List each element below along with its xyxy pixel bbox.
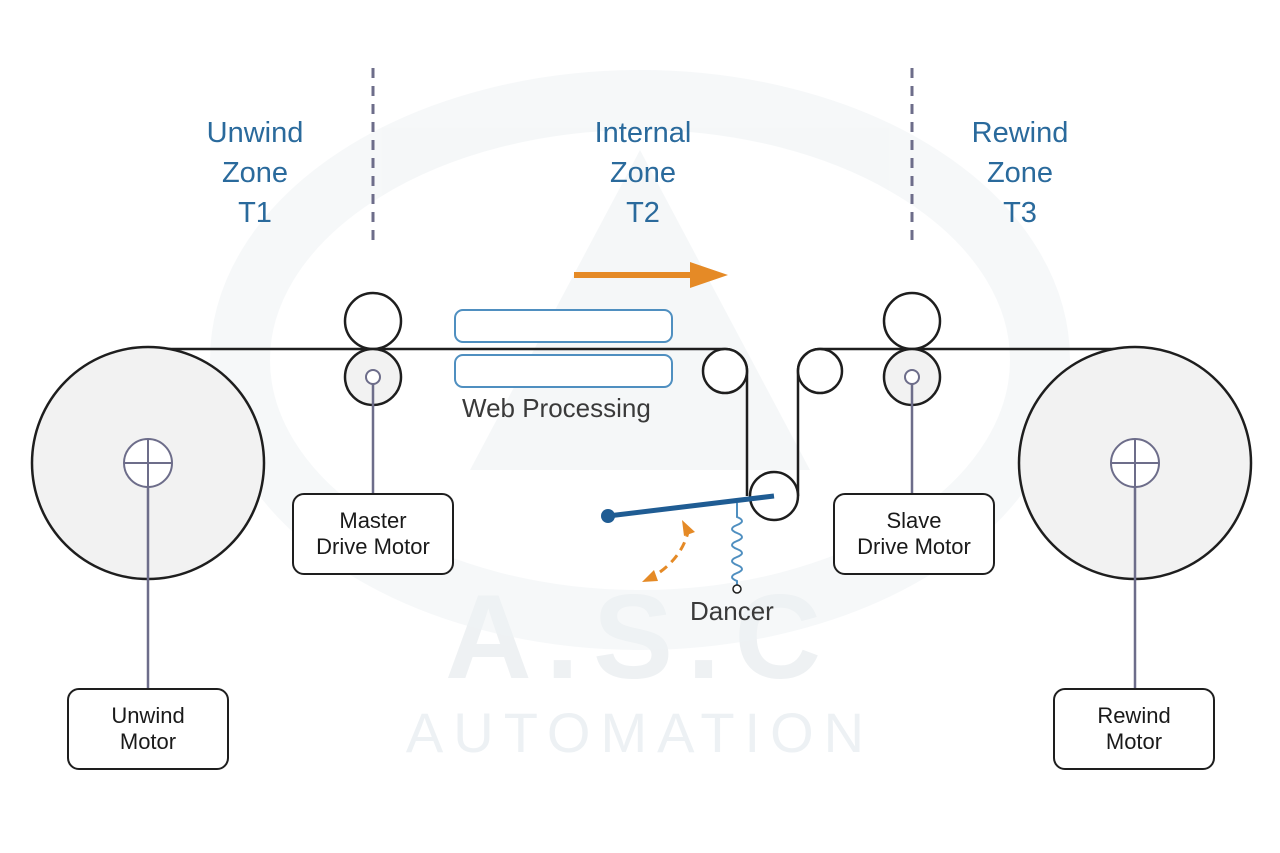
zone-unwind-line3: T1 xyxy=(238,197,272,229)
zone-unwind-line2: Zone xyxy=(221,157,289,189)
zone-label-internal: Internal Zone T2 xyxy=(543,113,743,233)
zone-label-unwind: Unwind Zone T1 xyxy=(155,113,355,233)
master-motor-line1: Master xyxy=(339,508,407,533)
slave-motor-line1: Slave xyxy=(886,508,942,533)
master-motor-line2: Drive Motor xyxy=(316,534,430,559)
unwind-motor-box: Unwind Motor xyxy=(67,688,229,770)
dancer-motion-arrow xyxy=(642,520,695,582)
zone-label-rewind: Rewind Zone T3 xyxy=(920,113,1120,233)
zone-internal-line3: T2 xyxy=(626,197,660,229)
watermark-subtext: AUTOMATION xyxy=(405,701,875,764)
zone-unwind-line1: Unwind xyxy=(206,117,304,149)
zone-internal-line1: Internal xyxy=(594,117,692,149)
slave-motor-line2: Drive Motor xyxy=(857,534,971,559)
processing-unit-bottom xyxy=(454,354,673,388)
master-drive-motor-box: Master Drive Motor xyxy=(292,493,454,575)
idler-roller-right xyxy=(796,347,844,395)
dancer-arm xyxy=(601,493,775,523)
rewind-motor-box: Rewind Motor xyxy=(1053,688,1215,770)
idler-roller-left xyxy=(701,347,749,395)
rewind-motor-line1: Rewind xyxy=(1097,703,1171,728)
unwind-motor-line2: Motor xyxy=(119,729,177,754)
web-direction-arrow xyxy=(574,262,728,288)
web-processing-label: Web Processing xyxy=(462,393,651,423)
zone-rewind-line3: T3 xyxy=(1003,197,1037,229)
slave-nip-rollers xyxy=(882,291,942,493)
zone-internal-line2: Zone xyxy=(609,157,677,189)
zone-rewind-line1: Rewind xyxy=(971,117,1069,149)
unwind-roll xyxy=(30,345,266,688)
slave-drive-motor-box: Slave Drive Motor xyxy=(833,493,995,575)
unwind-motor-line1: Unwind xyxy=(111,703,185,728)
rewind-roll xyxy=(1017,345,1253,688)
processing-unit-top xyxy=(454,309,673,343)
rewind-motor-line2: Motor xyxy=(1105,729,1163,754)
dancer-label: Dancer xyxy=(690,596,774,626)
zone-rewind-line2: Zone xyxy=(986,157,1054,189)
master-nip-rollers xyxy=(343,291,403,493)
spring-anchor xyxy=(732,584,742,594)
dancer-spring xyxy=(731,503,743,585)
